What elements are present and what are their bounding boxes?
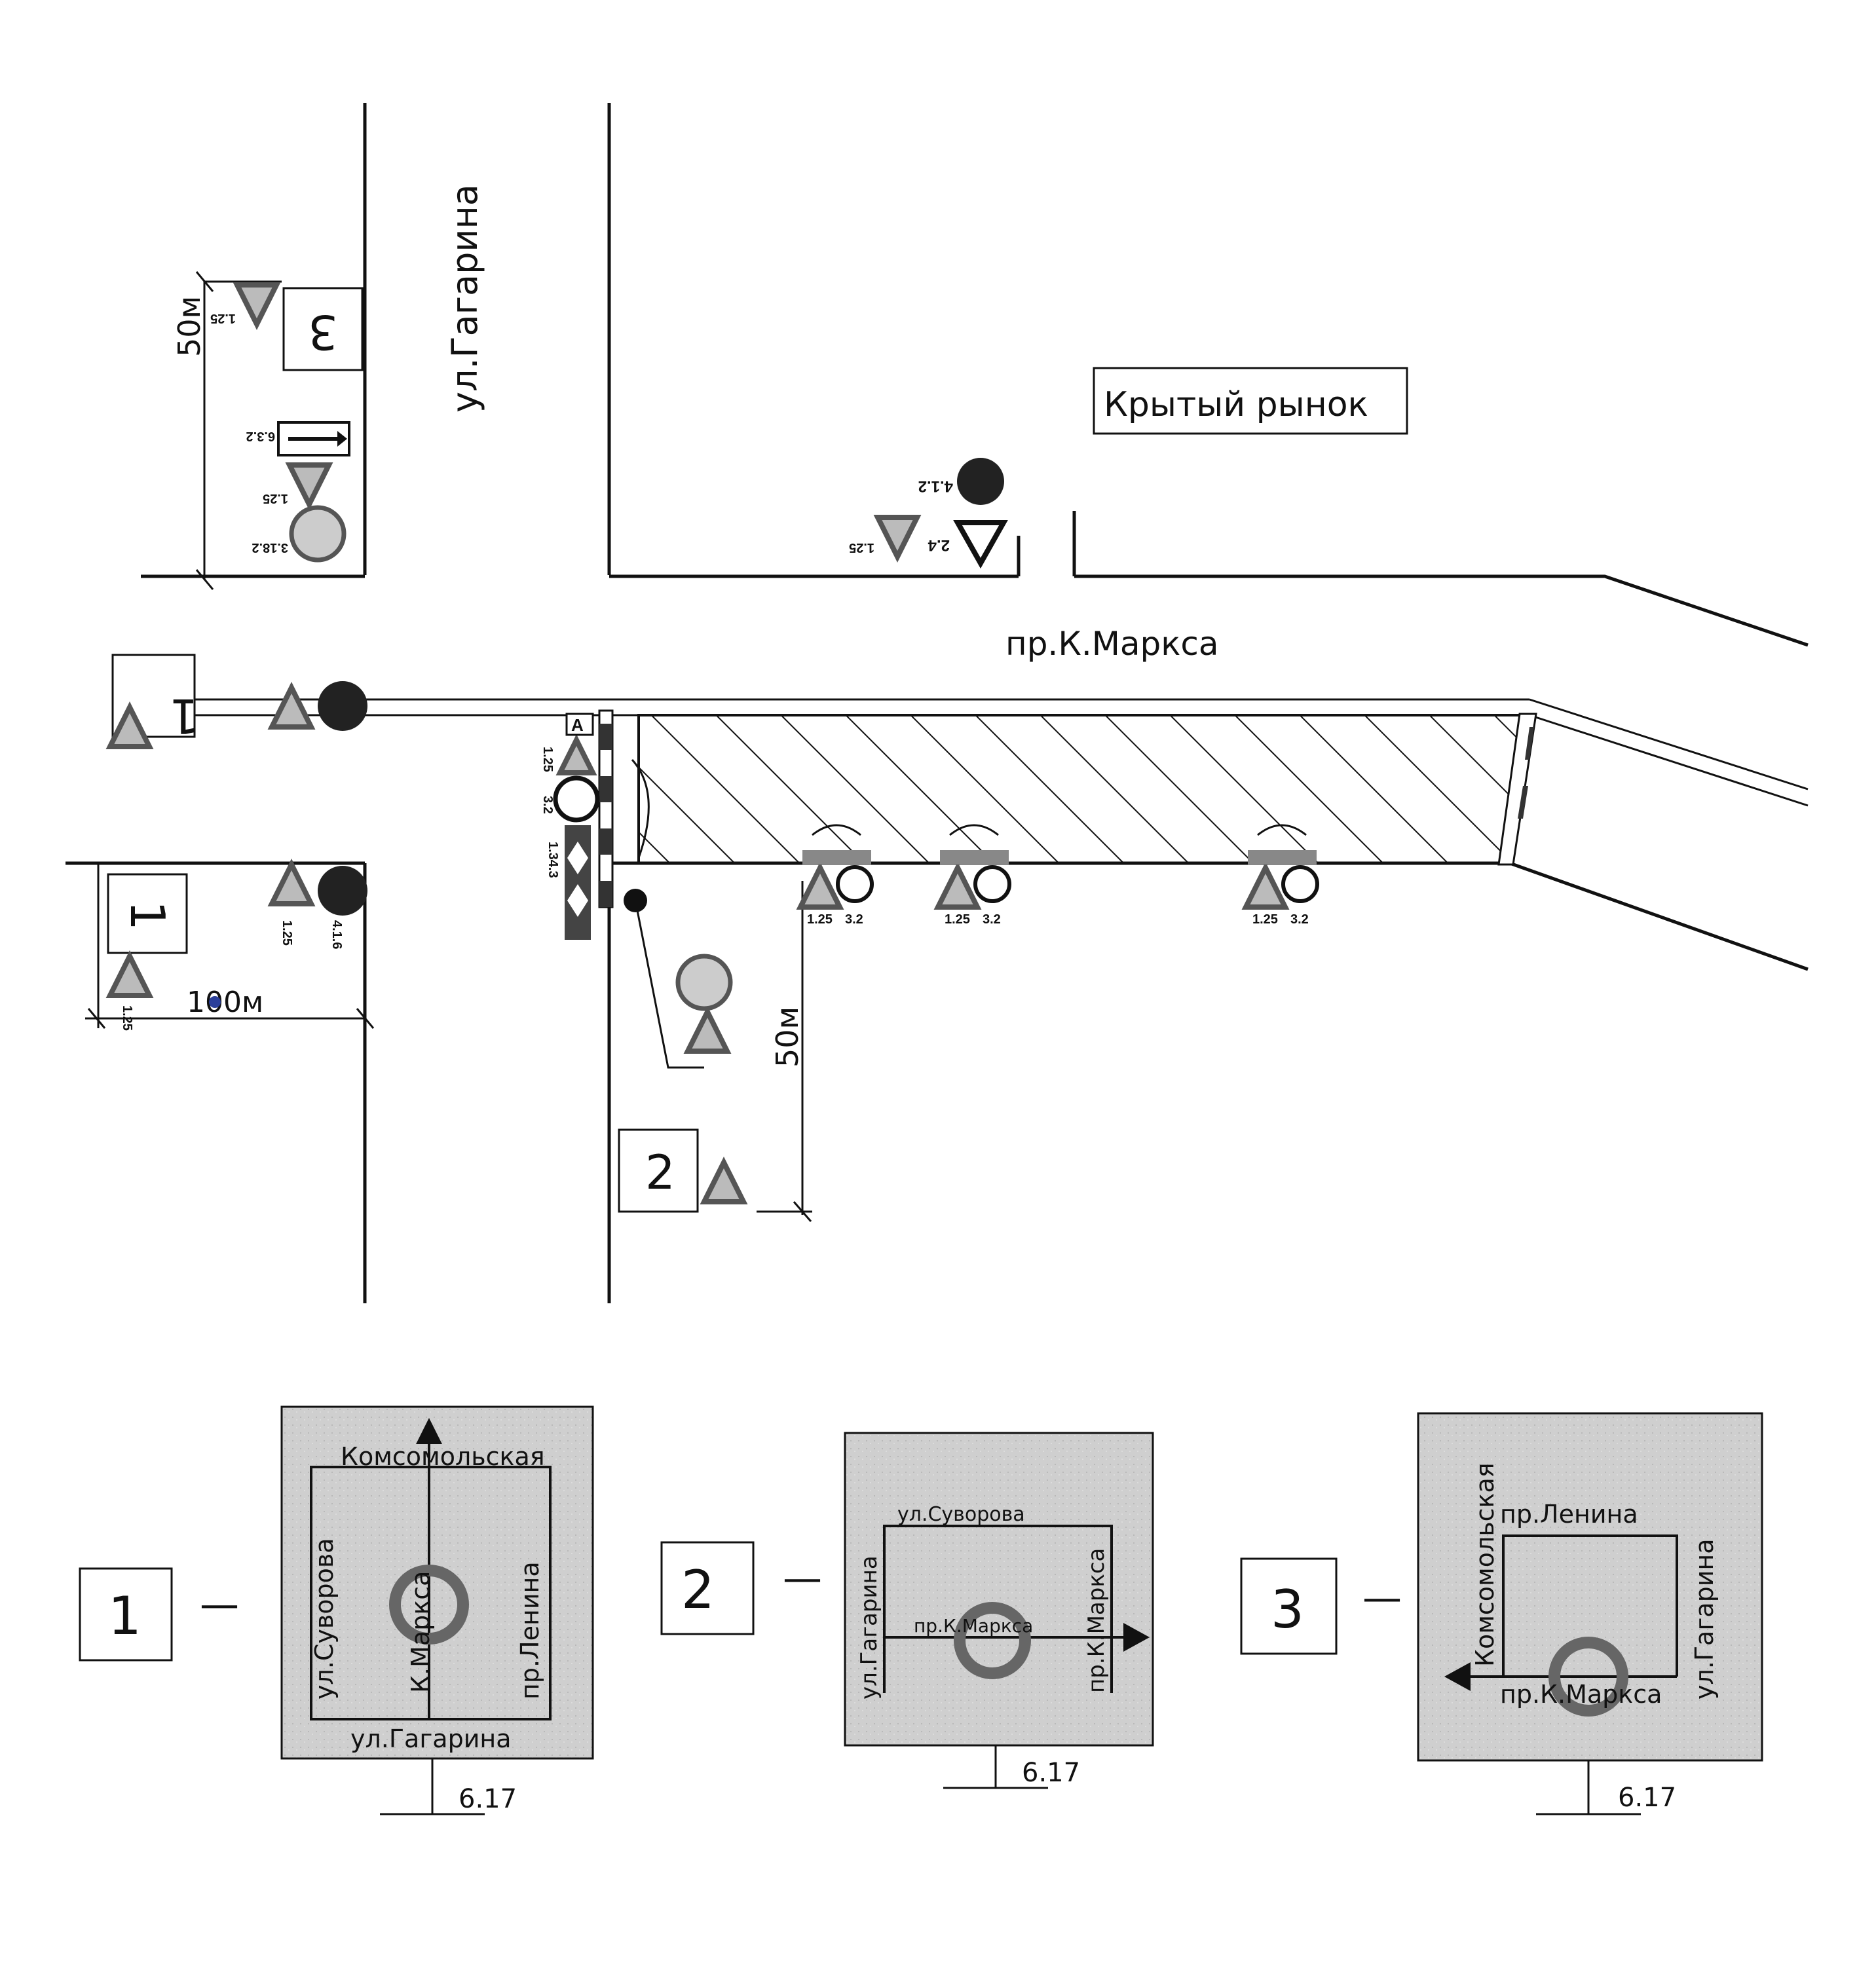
svg-text:пр.К.Маркса: пр.К.Маркса (1500, 1680, 1662, 1709)
box-3 (282, 287, 364, 371)
scheme-3: 3 — пр.Ленина пр.К.Маркса Комсомольская … (1240, 1412, 1763, 1815)
pointer-dot (624, 889, 647, 912)
pointer-a: А (565, 713, 594, 736)
chevron-board (565, 825, 591, 940)
svg-text:1.25: 1.25 (945, 912, 970, 927)
box-1-upper: 1 (111, 654, 199, 743)
blue-dot (209, 996, 221, 1008)
svg-text:пр.Ленина: пр.Ленина (516, 1561, 544, 1700)
svg-text:пр.К.Маркса: пр.К.Маркса (1083, 1548, 1110, 1693)
svg-text:3: 3 (308, 305, 338, 360)
svg-text:2.4: 2.4 (928, 536, 950, 554)
zone-1: 100м 1 (85, 863, 375, 1029)
barrier-west (598, 709, 614, 908)
svg-text:ул.Суворова: ул.Суворова (310, 1538, 339, 1700)
svg-text:3.18.2: 3.18.2 (252, 540, 288, 555)
svg-text:пр.К.Маркса: пр.К.Маркса (914, 1615, 1033, 1637)
svg-text:Комсомольская: Комсомольская (341, 1442, 545, 1471)
svg-text:Крытый рынок: Крытый рынок (1104, 385, 1368, 424)
dim-100m: 100м (187, 986, 263, 1019)
svg-text:ул.Гагарина: ул.Гагарина (856, 1555, 882, 1700)
svg-text:—: — (1362, 1575, 1402, 1621)
svg-text:4.1.2: 4.1.2 (918, 477, 953, 495)
svg-text:2: 2 (645, 1145, 675, 1200)
svg-text:ул.Гагарина: ул.Гагарина (350, 1724, 512, 1753)
svg-text:1.25: 1.25 (120, 1005, 134, 1031)
mandatory-signs (277, 421, 1004, 1011)
box-2 (618, 1128, 699, 1213)
scheme-1: 1 — Комсомольская ул.Гагарина ул.Суворов… (79, 1405, 594, 1815)
barrier-arc (631, 758, 650, 859)
svg-text:4.1.6: 4.1.6 (329, 920, 344, 949)
scheme-2-panel (844, 1432, 1154, 1747)
svg-text:А: А (571, 715, 584, 735)
svg-text:2: 2 (681, 1559, 715, 1620)
svg-text:3.2: 3.2 (1290, 912, 1309, 927)
svg-text:6.17: 6.17 (1618, 1783, 1676, 1813)
dim-50m-right: 50м (770, 1007, 805, 1068)
warning-sign-1-25 (105, 282, 1290, 1204)
svg-text:1.25: 1.25 (540, 747, 555, 772)
svg-text:—: — (783, 1555, 822, 1601)
svg-text:1.25: 1.25 (849, 540, 874, 555)
box-1-lower (107, 873, 188, 954)
svg-text:1.25: 1.25 (1252, 912, 1278, 927)
scheme-3-panel (1417, 1412, 1763, 1762)
svg-text:1: 1 (169, 688, 199, 743)
sign-captions: 1.25 3.2 1.25 3.2 1.25 3.2 4.1.6 1.25 1.… (120, 311, 1309, 1031)
svg-text:ул.Гагарина: ул.Гагарина (1690, 1538, 1719, 1700)
svg-text:6.17: 6.17 (1022, 1758, 1080, 1788)
svg-text:3.2: 3.2 (845, 912, 863, 927)
svg-text:1.34.3: 1.34.3 (546, 842, 560, 878)
svg-text:К.Маркса: К.Маркса (406, 1571, 435, 1693)
scheme-2: 2 — ул.Суворова пр.К.Маркса ул.Гагарина … (660, 1432, 1154, 1789)
svg-text:Комсомольская: Комсомольская (1471, 1462, 1499, 1667)
svg-text:—: — (200, 1582, 239, 1627)
svg-text:ул.Суворова: ул.Суворова (897, 1503, 1025, 1526)
yield-sign-2-4 (953, 520, 1008, 569)
street-label-marx: пр.К.Маркса (1005, 625, 1219, 663)
svg-text:пр.Ленина: пр.Ленина (1500, 1500, 1638, 1529)
scheme-1-panel (280, 1405, 594, 1760)
speed-limit-signs (553, 775, 1319, 903)
market-label: Крытый рынок (1093, 367, 1408, 435)
svg-text:3: 3 (1271, 1579, 1304, 1640)
street-label-gagarina: ул.Гагарина (444, 184, 485, 413)
zone-2: 50м 2 (618, 881, 812, 1222)
svg-text:1.25: 1.25 (210, 311, 236, 325)
svg-text:3.2: 3.2 (540, 796, 555, 814)
dim-50m-top: 50м (172, 296, 207, 357)
svg-text:6.17: 6.17 (459, 1784, 517, 1814)
zone-3: 50м 3 (172, 271, 364, 590)
svg-text:6.3.2: 6.3.2 (246, 429, 275, 443)
svg-text:1.25: 1.25 (263, 491, 288, 506)
flashing-lamps (802, 824, 1317, 864)
svg-text:1.25: 1.25 (280, 920, 294, 946)
svg-text:1: 1 (120, 901, 175, 931)
svg-text:1.25: 1.25 (807, 912, 833, 927)
svg-text:3.2: 3.2 (983, 912, 1001, 927)
barrier-east (1497, 713, 1537, 866)
work-zone-hatch (637, 714, 1531, 864)
svg-text:1: 1 (108, 1586, 141, 1646)
